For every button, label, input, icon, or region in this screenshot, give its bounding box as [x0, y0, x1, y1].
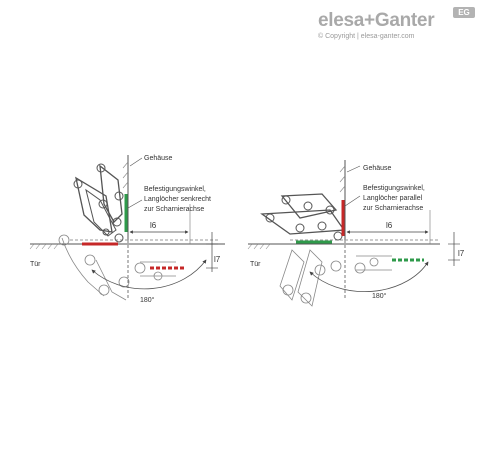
leader-bracket: [127, 199, 143, 209]
pivot-1: [73, 179, 83, 189]
link-arm-1: [75, 176, 113, 233]
leader-housing: [129, 157, 143, 167]
diagram-left: [29, 155, 225, 301]
bracket-label-line: zur Scharnierachse: [363, 205, 423, 212]
brand-logo: elesa+Ganter: [318, 10, 435, 31]
pivot-4: [114, 191, 124, 201]
brand-badge: EG: [453, 7, 475, 18]
door-hatch: [29, 243, 59, 250]
pivot-7: [333, 231, 343, 241]
pivot-1: [281, 195, 291, 205]
diagram-right-labels: Gehäuse Befestigungswinkel, Langlöcher p…: [250, 165, 465, 300]
arc-180: [309, 261, 429, 293]
bracket-label-line: Langlöcher parallel: [363, 195, 423, 202]
leader-housing: [346, 165, 361, 173]
dim-l6-label: l6: [150, 221, 157, 230]
arc-180: [91, 259, 207, 290]
housing-label: Gehäuse: [363, 165, 392, 172]
pivot-2: [303, 201, 313, 211]
pivot-7: [114, 233, 124, 243]
pivot-3: [98, 199, 108, 209]
pivot-3: [325, 205, 335, 215]
link-arm-2: [99, 164, 123, 224]
bracket-label-line: Befestigungswinkel,: [144, 186, 206, 193]
open-position-ghost: [58, 234, 176, 301]
dim-l7-label: l7: [458, 249, 465, 258]
angle-label: 180°: [372, 292, 387, 300]
door-label: Tür: [30, 261, 41, 268]
pivot-5: [295, 223, 305, 233]
bracket-label-line: zur Scharnierachse: [144, 206, 204, 213]
pivot-6: [102, 228, 110, 236]
housing-label: Gehäuse: [144, 155, 173, 162]
housing-hatch: [339, 165, 346, 193]
angle-label: 180°: [140, 296, 155, 304]
door-hatch: [247, 243, 271, 250]
bracket-label-line: Befestigungswinkel,: [363, 185, 425, 192]
diagram-right: [247, 160, 460, 307]
link-arm-1: [280, 193, 338, 219]
leader-bracket: [344, 195, 361, 207]
door-label: Tür: [250, 261, 261, 268]
housing-hatch: [122, 161, 129, 189]
pivot-2: [96, 163, 106, 173]
pivot-5: [112, 217, 122, 227]
diagram-left-labels: Gehäuse Befestigungswinkel, Langlöcher s…: [30, 155, 221, 304]
pivot-4: [265, 213, 275, 223]
pivot-6: [317, 221, 327, 231]
copyright-text: © Copyright | elesa-ganter.com: [318, 33, 415, 40]
dim-l7-label: l7: [214, 255, 221, 264]
brand-block: elesa+Ganter © Copyright | elesa-ganter.…: [318, 10, 468, 40]
link-arm-3: [85, 188, 117, 237]
dim-l6-label: l6: [386, 221, 393, 230]
bracket-label-line: Langlöcher senkrecht: [144, 196, 211, 203]
